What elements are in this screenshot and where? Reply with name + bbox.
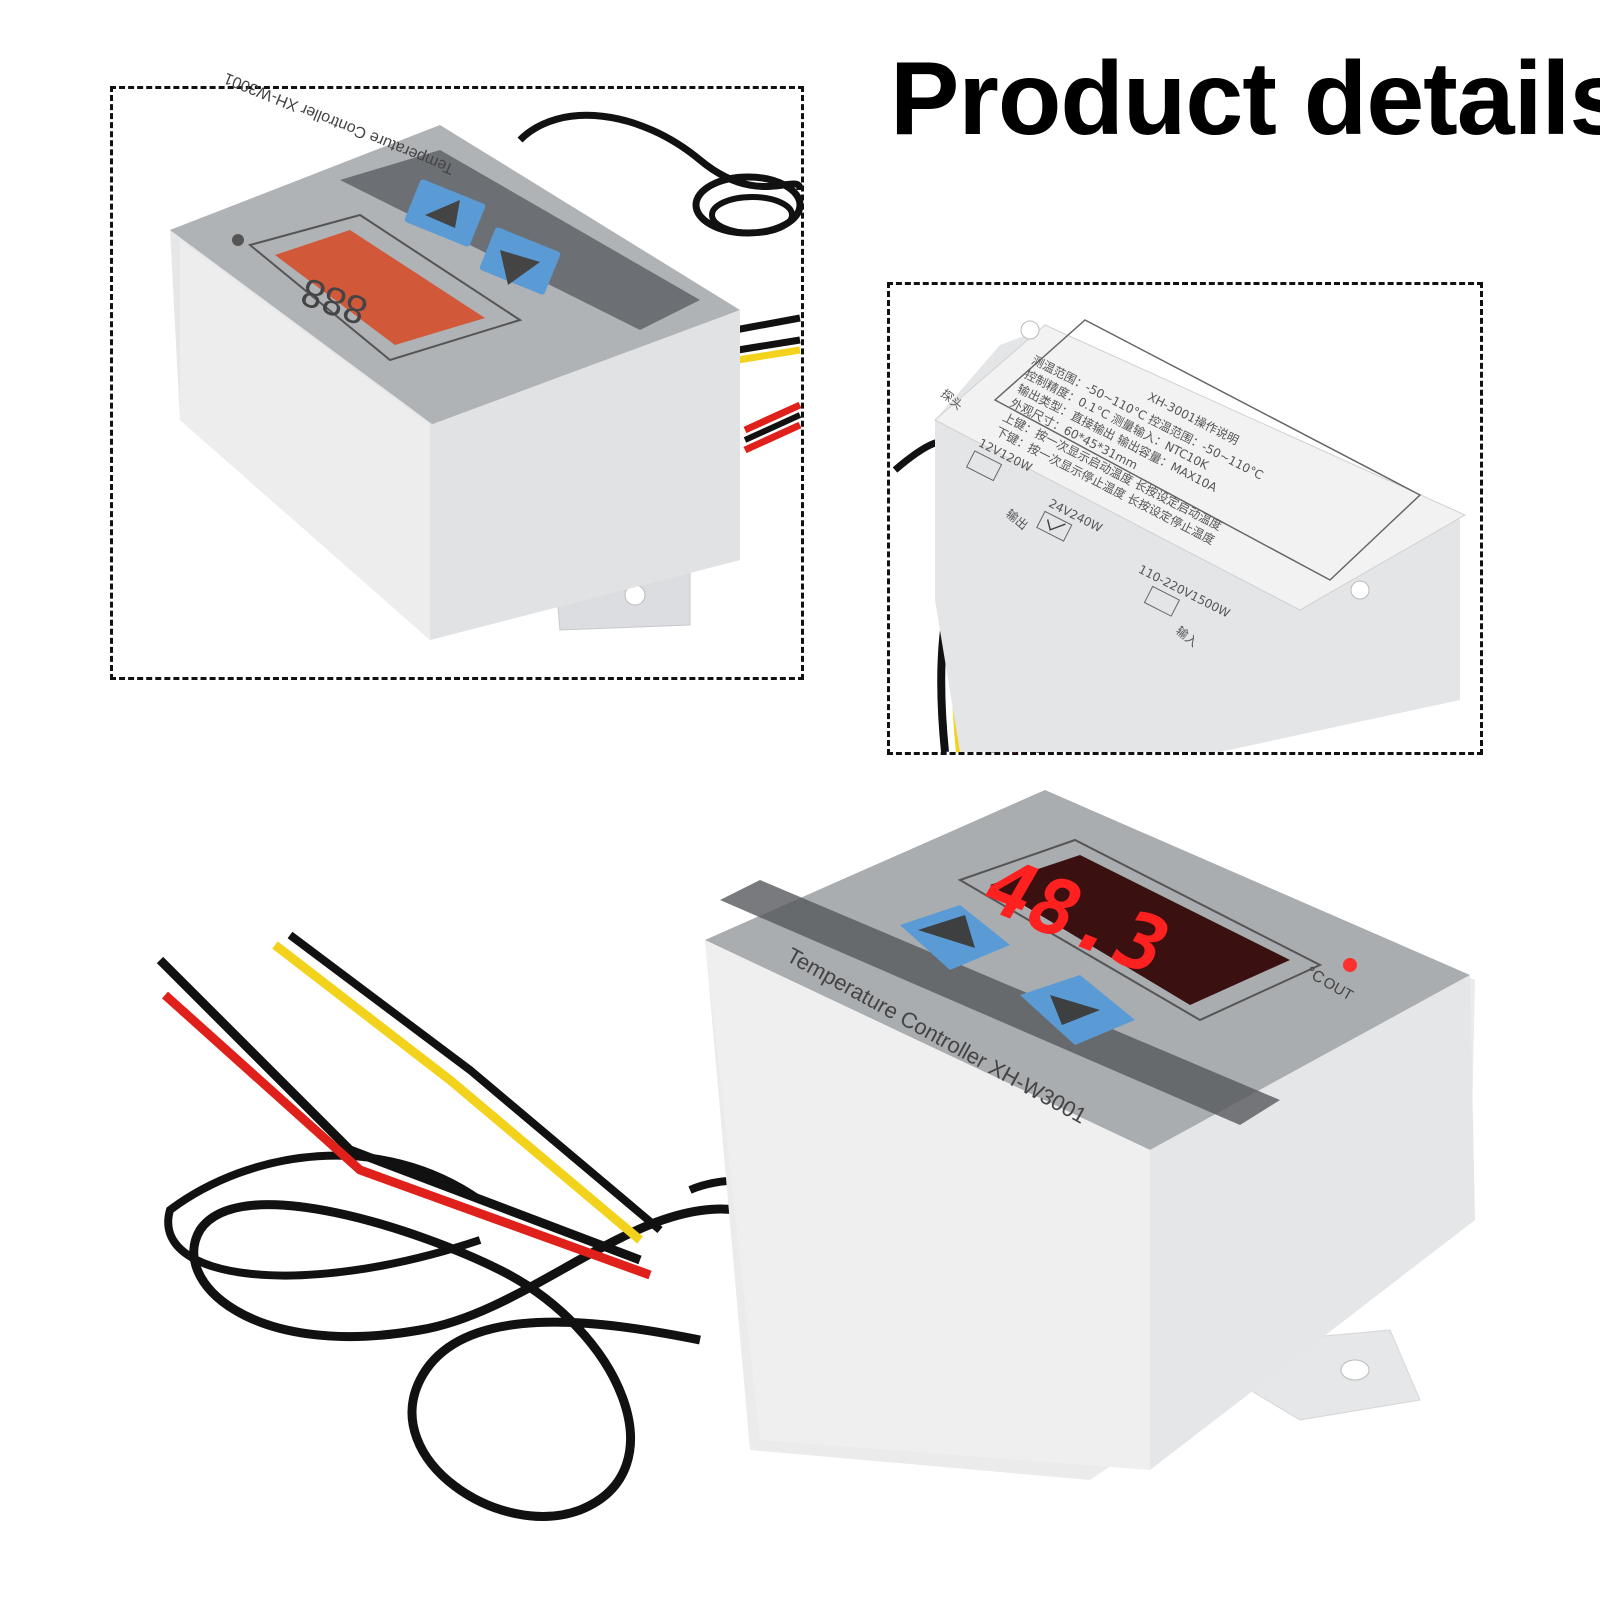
up-arrow-icon	[918, 915, 975, 948]
top-view-device: 888 Temperature Controller XH-W3001	[170, 69, 804, 640]
top-view-model-label: Temperature Controller XH-W3001	[222, 69, 457, 177]
back-view-device: XH-3001操作说明 测温范围：-50~110°C 控温范围：-50~110°…	[892, 319, 1467, 753]
down-arrow-icon	[500, 250, 540, 285]
main-device: 48.3 °C OUT Temperature Controller XH-W3…	[156, 790, 1475, 1521]
top-view-frame	[110, 86, 804, 680]
up-button[interactable]	[900, 905, 1010, 970]
down-arrow-icon	[1050, 995, 1100, 1025]
up-arrow-icon	[425, 200, 460, 228]
unit-label: °C	[1303, 964, 1327, 988]
check-icon	[1046, 519, 1066, 531]
down-button[interactable]	[1020, 975, 1135, 1045]
display-panel	[990, 855, 1290, 1005]
back-label-frame	[887, 282, 1483, 755]
out-indicator-led	[1343, 958, 1357, 972]
page-title: Product details	[890, 41, 1600, 157]
